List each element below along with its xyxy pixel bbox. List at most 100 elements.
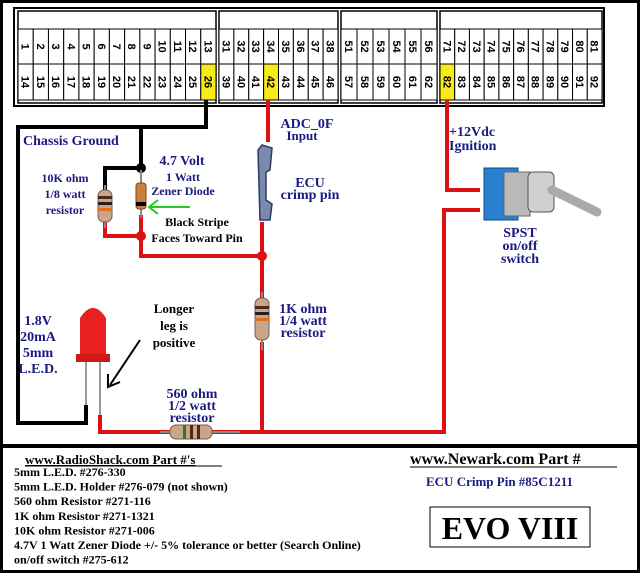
pin-number: 60 [390,76,402,88]
leg-arrow-icon [107,339,141,389]
toggle-switch-icon [483,167,602,221]
pin-number: 84 [470,76,482,89]
pin-number: 21 [125,76,137,88]
switch-label: switch [501,252,539,267]
newark-title: www.Newark.com Part # [410,451,581,468]
pin-number: 4 [64,43,76,50]
ground-wire-10k [103,166,141,190]
ground-node [136,163,146,173]
wire-ignition [445,100,480,192]
chassis-ground-label: Chassis Ground [23,134,119,149]
pin-number: 62 [422,76,434,88]
part-list-item: 1K ohm Resistor #271-1321 [14,509,155,523]
pin-number: 43 [279,76,291,88]
newark-item: ECU Crimp Pin #85C1211 [426,474,573,489]
pin-number: 7 [110,43,122,49]
pin-number: 79 [558,40,570,52]
ignition-label: +12Vdc [449,125,495,140]
pin-number: 90 [558,76,570,88]
led-label: 1.8V [24,314,52,329]
pin-number: 3 [49,43,61,49]
model-name: EVO VIII [442,510,579,546]
zener-label: Zener Diode [151,184,215,198]
resistor-10k [97,185,113,228]
led-icon [76,308,110,415]
pin-number: 87 [514,76,526,88]
junction-node [136,231,146,241]
pin-number: 11 [171,41,183,53]
pin-number: 12 [186,40,198,52]
pin-number: 25 [186,76,198,88]
resistor-560-label: 1/2 watt [168,399,216,414]
pin-number: 6 [95,43,107,49]
pin-number: 83 [455,76,467,88]
resistor-1k-label: 1K ohm [279,302,327,317]
pin-number: 22 [140,76,152,88]
pin-number: 85 [485,76,497,88]
zener-stripe [136,202,146,206]
pin-number: 74 [485,40,497,53]
switch-label: on/off [503,239,538,254]
pin-number: 10 [156,40,168,52]
pin-number: 13 [201,40,213,52]
parts-panel: www.RadioShack.com Part #'s 5mm L.E.D. #… [14,451,617,567]
led-label: 5mm [23,346,54,361]
pin-number: 15 [34,76,46,88]
pin-number: 58 [358,76,370,88]
led-label: L.E.D. [18,362,57,377]
pin-number: 88 [529,76,541,88]
model-box [429,506,591,548]
crimp-label: ECU [295,176,325,191]
stripe-note-label: Black Stripe [165,215,229,229]
pin-number: 36 [294,40,306,52]
resistor-1k [254,292,270,350]
pin-number: 18 [80,76,92,88]
pin-cell [322,63,339,101]
pin-number: 17 [64,76,76,88]
longer-leg-label: positive [153,335,196,350]
wire-zener-node [139,215,262,258]
pin-number: 75 [499,40,511,52]
pin-number: 77 [529,40,541,52]
part-list-item: 5mm L.E.D. #276-330 [14,465,126,479]
resistor-1k-label: 1/4 watt [279,314,327,329]
adc-label: ADC_0F [281,117,334,132]
led-label: 20mA [20,330,57,345]
longer-leg-label: Longer [154,301,195,316]
pin-number: 41 [249,76,261,88]
switch-label: SPST [503,226,537,241]
pin-number: 73 [470,40,482,52]
ground-wire [16,100,208,425]
pin-number: 54 [390,40,402,53]
wire-switch-out [262,208,480,434]
resistor-560-label: resistor [170,411,215,426]
pin-number: 45 [309,76,321,88]
crimp-label: crimp pin [281,188,340,203]
ecu-crimp-pin-icon [257,144,273,221]
pin-number: 80 [573,40,585,52]
pin-number: 31 [219,40,231,52]
pin-number: 61 [406,76,418,88]
pin-number: 39 [219,76,231,88]
pin-number: 26 [201,76,213,88]
pin-number: 24 [171,76,183,89]
pin-number: 8 [125,43,137,49]
pin-number: 14 [19,76,31,89]
resistor-10k-label: 10K ohm [41,171,88,185]
pin-number: 44 [294,76,306,89]
pin-number: 9 [140,43,152,49]
resistor-10k-label: resistor [46,203,85,217]
pin-number: 52 [358,40,370,52]
radioshack-title: www.RadioShack.com Part #'s [25,452,195,467]
pin-number: 91 [573,76,585,88]
pin-number: 57 [342,76,354,88]
part-list-item: 560 ohm Resistor #271-116 [14,494,151,508]
zener-label: 4.7 Volt [159,154,204,169]
resistor-560 [160,424,240,440]
part-list-item: 4.7V 1 Watt Zener Diode +/- 5% tolerance… [14,538,361,552]
